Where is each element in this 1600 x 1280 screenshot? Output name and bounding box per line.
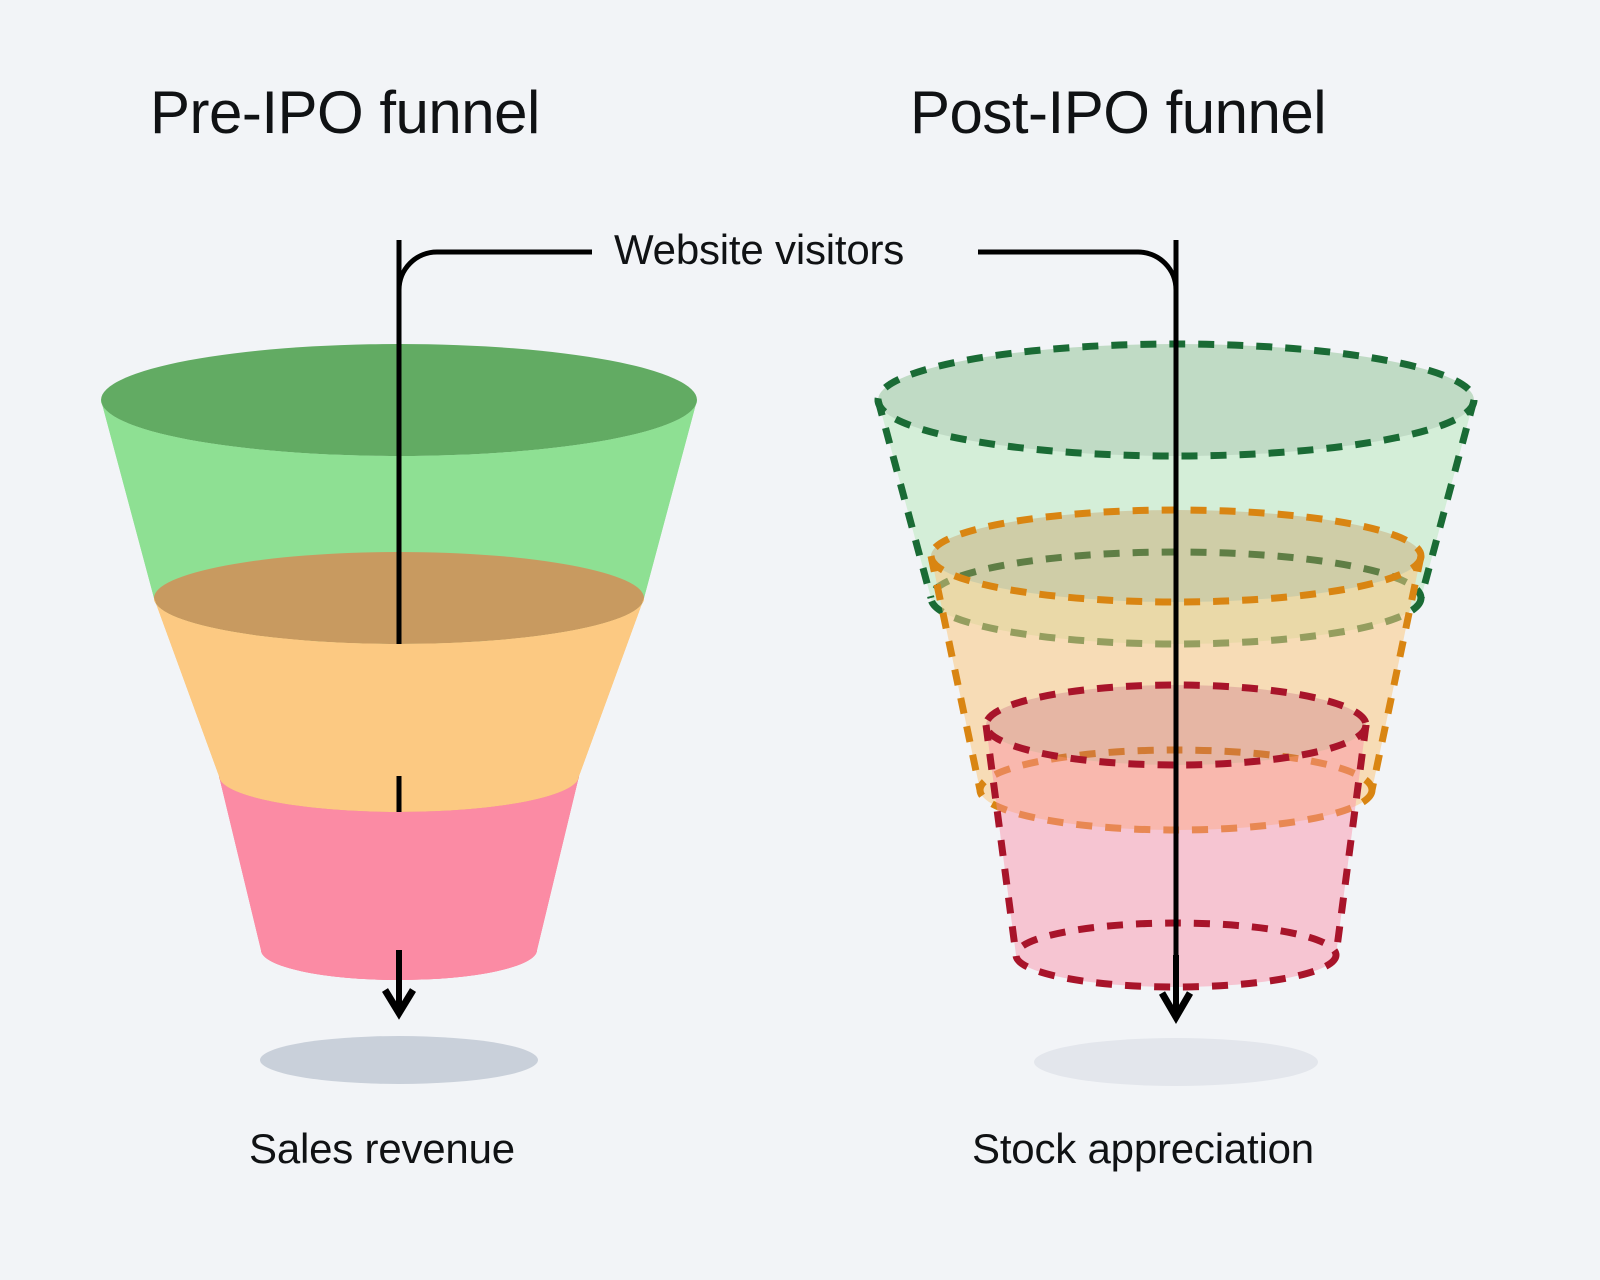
right-funnel-title: Post-IPO funnel [910,79,1327,146]
left-outflow-label: Sales revenue [249,1125,515,1172]
right-stage-top-outline-side [874,399,1478,599]
right-outflow-arrow [1158,955,1194,1024]
right-outflow-label: Stock appreciation [972,1125,1314,1172]
left-funnel-title: Pre-IPO funnel [150,79,540,146]
connector-left [396,249,592,400]
left-outflow-arrow [382,950,416,1020]
left-funnel [101,240,697,1084]
left-flow-line-occluder-2 [219,776,579,980]
connector-right [978,249,1179,400]
inflow-connectors [396,249,1179,400]
inflow-label: Website visitors [614,226,905,273]
right-funnel [874,240,1478,1086]
right-stage-bottom-outline-top [982,681,1370,769]
left-outflow-pool [260,1036,538,1084]
right-stage-bottom-outline-side [982,724,1370,956]
left-flow-line-occluder-1 [154,598,644,812]
right-stage-middle-outline-side [927,555,1425,791]
right-outflow-pool [1034,1038,1318,1086]
